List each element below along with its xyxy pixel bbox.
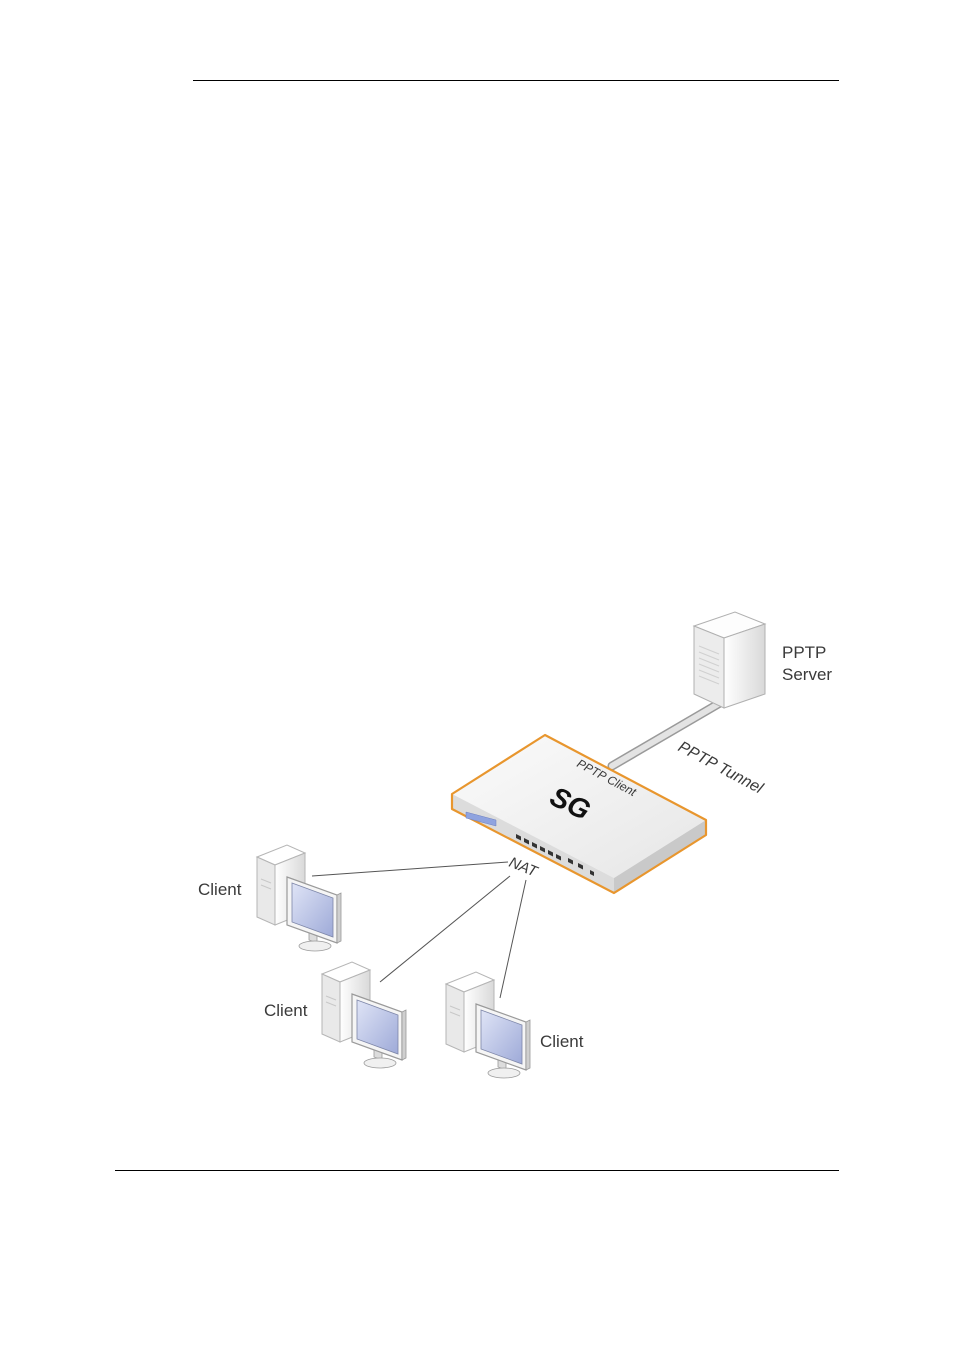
client-label: Client (198, 880, 242, 899)
client-links (311, 861, 527, 999)
client-computer-icon (321, 961, 407, 1069)
sg-device (450, 733, 708, 895)
footer-rule (115, 1170, 839, 1171)
nat-label: NAT (507, 854, 542, 881)
client-computer-icon (445, 971, 531, 1079)
client-computer-icon (256, 844, 342, 952)
client-label: Client (540, 1032, 584, 1051)
header-rule (193, 80, 839, 81)
server-label-line2: Server (782, 665, 832, 684)
server-icon (692, 611, 767, 709)
client-label: Client (264, 1001, 308, 1020)
tunnel-label: PPTP Tunnel (675, 739, 766, 798)
server-label-line1: PPTP (782, 643, 826, 662)
